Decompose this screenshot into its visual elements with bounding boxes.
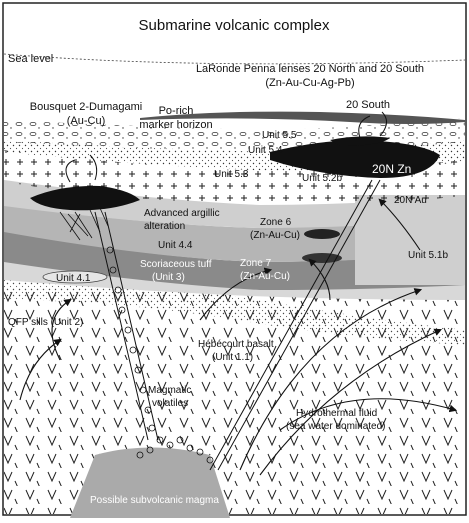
argillic-label-1: Advanced argillic [144,208,220,219]
marker-label-2: marker horizon [139,119,212,131]
magma-label: Possible subvolcanic magma [90,495,219,506]
lens-20-south [330,136,390,146]
unit-4-4-band [4,205,465,262]
bousquet-label-2: (Au-Cu) [67,115,106,127]
hydro-label-1: Hydrothermal fluid [296,408,377,419]
unit-5-2b-label: Unit 5.2b [302,173,342,184]
sea-level-line [3,53,466,65]
au-20n-label: 20N Au [394,195,427,206]
hebecourt-label-2: (Unit 1.1) [212,352,253,363]
scoria-label-2: (Unit 3) [152,272,185,283]
qfp-label: QFP sills (Unit 2) [8,317,83,328]
20n-conduit [209,179,381,471]
south-20-label: 20 South [346,99,390,111]
zn-20n-label: 20N Zn [372,162,411,176]
volatile-bubbles [106,246,214,464]
laronde-label-2: (Zn-Au-Cu-Ag-Pb) [265,77,354,89]
laronde-label-1: LaRonde Penna lenses 20 North and 20 Sou… [196,63,424,75]
bousquet-conduit [94,211,159,441]
hydro-label-2: (sea water dominated) [286,421,386,432]
zone-7-label-1: Zone 7 [240,258,272,269]
unit-4-1-label: Unit 4.1 [56,273,91,284]
marker-label-1: Po-rich [159,105,194,117]
zone-6-lens [304,229,340,239]
unit-5-4-label: Unit 5.4 [248,145,283,156]
diagram-title: Submarine volcanic complex [139,17,330,34]
magmatic-label-2: volatiles [152,398,188,409]
zone-6-label-2: (Zn-Au-Cu) [250,230,300,241]
scoria-label-1: Scoriaceous tuff [140,259,212,270]
zone-6-label-1: Zone 6 [260,217,292,228]
magmatic-label-1: Magmatic [148,385,191,396]
hydrothermal-arrows [19,198,458,476]
zone-7-label-2: (Zn-Au-Cu) [240,271,290,282]
lens-bousquet [30,185,140,211]
lens-20n-zn [270,140,440,178]
subvolcanic-magma [70,447,230,518]
stockwork [59,207,109,241]
unit-5-3-label: Unit 5.3 [214,169,249,180]
vent-plumes [65,111,387,183]
sea-level-label: Sea level [8,53,53,65]
unit-4-1-lens [42,270,108,284]
unit-5-1b-right [355,195,465,285]
hebecourt-label-1: Hébécourt basalt [198,339,274,350]
unit-5-5-label: Unit 5.5 [262,130,297,141]
bousquet-label-1: Bousquet 2-Dumagami [30,101,143,113]
unit-4-4-label: Unit 4.4 [158,240,193,251]
unit-5-1b-label: Unit 5.1b [408,250,448,261]
argillic-label-2: alteration [144,221,185,232]
